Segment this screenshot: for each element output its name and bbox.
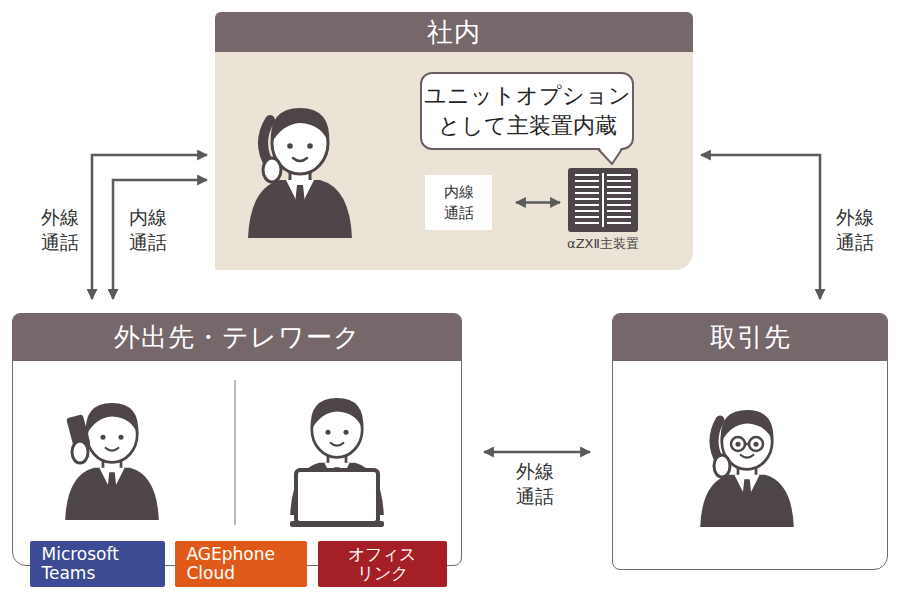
edge-label: 外線 通話 bbox=[511, 459, 559, 509]
callout-pointer bbox=[598, 146, 622, 164]
person-figure bbox=[700, 410, 794, 527]
main-unit-icon bbox=[568, 168, 638, 232]
laptop-base bbox=[290, 521, 384, 527]
service-badge: AGEphone Cloud bbox=[175, 541, 307, 587]
handset bbox=[714, 420, 720, 462]
remote-panel: 外出先・テレワークMicrosoft TeamsAGEphone Cloudオフ… bbox=[12, 313, 462, 566]
service-badge: オフィス リンク bbox=[318, 541, 447, 587]
person-figure bbox=[290, 398, 384, 515]
hand bbox=[72, 441, 88, 463]
laptop-lid bbox=[296, 470, 378, 523]
panel-header: 社内 bbox=[215, 12, 693, 52]
badge-text: AGEphone Cloud bbox=[187, 545, 291, 583]
box-text: 内線 通話 bbox=[439, 182, 479, 224]
glasses bbox=[731, 437, 745, 451]
badge-text: オフィス リンク bbox=[330, 545, 434, 583]
connector-arrow bbox=[484, 451, 590, 454]
divider-line bbox=[234, 380, 236, 525]
extension-box: 内線 通話 bbox=[425, 175, 492, 230]
unit-slots bbox=[575, 173, 599, 227]
glasses bbox=[749, 437, 763, 451]
telework-worker bbox=[290, 398, 384, 527]
client-person bbox=[700, 410, 794, 527]
connector-arrow bbox=[516, 201, 560, 204]
edge-label: 内線 通話 bbox=[124, 205, 172, 255]
connector-arrow bbox=[113, 180, 207, 299]
callout-pointer-outline bbox=[598, 149, 622, 164]
callout-text: ユニットオプション として主装置内蔵 bbox=[422, 81, 632, 141]
office-panel: 社内ユニットオプション として主装置内蔵内線 通話 αZXⅡ主装置 bbox=[215, 12, 693, 270]
unit-body bbox=[568, 168, 638, 232]
panel-header: 外出先・テレワーク bbox=[13, 314, 461, 361]
mobile-worker bbox=[65, 403, 159, 520]
handset bbox=[263, 120, 270, 166]
service-badge: Microsoft Teams bbox=[30, 541, 165, 587]
client-panel: 取引先 bbox=[612, 313, 888, 570]
edge-label: 外線 通話 bbox=[831, 205, 879, 255]
person-figure bbox=[248, 108, 352, 238]
callout-bubble: ユニットオプション として主装置内蔵 bbox=[420, 72, 634, 150]
device-label: αZXⅡ主装置 bbox=[553, 236, 653, 252]
edge-label: 外線 通話 bbox=[36, 205, 84, 255]
hand bbox=[714, 455, 730, 477]
smartphone bbox=[66, 414, 91, 449]
connector-arrow bbox=[92, 155, 207, 299]
unit-divider bbox=[602, 173, 604, 227]
hand bbox=[263, 158, 281, 182]
badge-text: Microsoft Teams bbox=[42, 545, 146, 583]
panel-header: 取引先 bbox=[613, 314, 887, 361]
person-figure bbox=[65, 403, 159, 520]
connector-arrow bbox=[701, 155, 820, 299]
unit-slots bbox=[607, 173, 631, 227]
office-worker bbox=[248, 108, 352, 238]
glasses-bridge bbox=[745, 443, 749, 446]
main-unit: αZXⅡ主装置 bbox=[553, 166, 653, 252]
